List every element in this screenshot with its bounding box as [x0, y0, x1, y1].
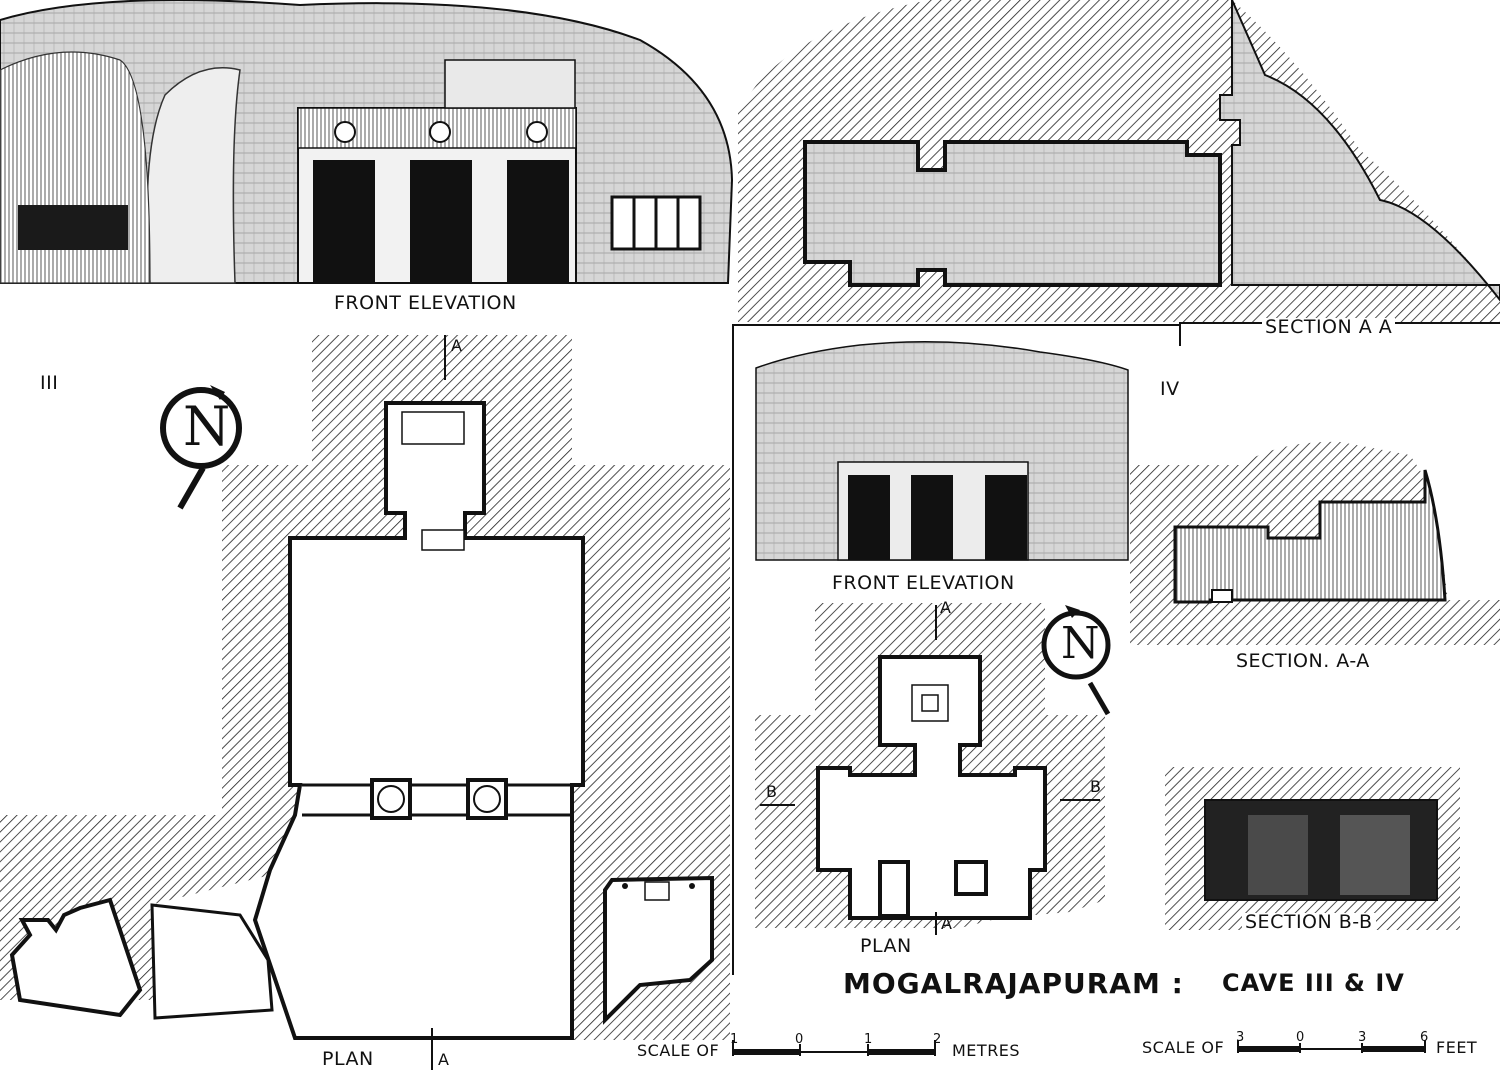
- north-letter-cave3: N: [183, 395, 231, 458]
- cave4-front-elevation: [755, 341, 1129, 561]
- cave3-front-elevation: [0, 0, 734, 284]
- cave3-section-marker-top: A: [451, 336, 463, 355]
- cave4-panel-border: [732, 324, 1180, 975]
- cave3-section-aa: [738, 0, 1500, 346]
- north-arrow-cave4: [1041, 605, 1111, 716]
- cave4-section-marker-b-right: B: [1090, 777, 1102, 796]
- cave3-section-label: SECTION A A: [1262, 318, 1396, 337]
- scale-feet-tick-6: 6: [1420, 1030, 1429, 1045]
- cave4-front-elevation-label: FRONT ELEVATION: [832, 572, 1015, 594]
- cave4-plan-label: PLAN: [860, 935, 912, 957]
- scale-metres-tick-1: 1: [730, 1032, 739, 1047]
- scale-feet-prefix: SCALE OF: [1142, 1038, 1225, 1057]
- scale-bar-feet: [1237, 1040, 1426, 1053]
- scale-feet-unit: FEET: [1436, 1038, 1478, 1057]
- scale-metres-tick-0: 0: [795, 1032, 804, 1047]
- drawing-title-place: MOGALRAJAPURAM :: [843, 967, 1184, 1000]
- scale-bar-metres: [732, 1040, 936, 1056]
- cave4-section-aa-label: SECTION. A-A: [1236, 650, 1370, 672]
- cave4-number: IV: [1160, 378, 1180, 400]
- scale-metres-unit: METRES: [952, 1041, 1021, 1060]
- cave3-plan-label: PLAN: [322, 1048, 374, 1070]
- cave4-section-marker-b-left: B: [766, 782, 778, 801]
- scale-feet-tick-3: 3: [1236, 1030, 1245, 1045]
- north-letter-cave4: N: [1061, 618, 1100, 669]
- cave4-section-bb-label: SECTION B-B: [1242, 913, 1376, 932]
- scale-metres-tick-1b: 1: [864, 1032, 873, 1047]
- cave3-front-elevation-label: FRONT ELEVATION: [334, 292, 517, 314]
- scale-feet-tick-0: 0: [1296, 1030, 1305, 1045]
- cave4-section-marker-a-top: A: [940, 598, 952, 617]
- scale-feet-tick-3b: 3: [1358, 1030, 1367, 1045]
- cave4-plan: [755, 603, 1105, 935]
- scale-metres-tick-2: 2: [933, 1032, 942, 1047]
- cave4-section-aa: [1130, 441, 1500, 645]
- cave4-section-bb: [1165, 767, 1460, 930]
- north-arrow-cave3: [160, 385, 242, 510]
- cave3-plan: [0, 335, 730, 1070]
- cave3-number: III: [40, 372, 59, 394]
- cave3-section-marker-bottom: A: [438, 1050, 450, 1069]
- scale-metres-prefix: SCALE OF: [637, 1041, 720, 1060]
- cave4-section-marker-a-bottom: A: [941, 914, 953, 933]
- drawing-title-caves: CAVE III & IV: [1222, 969, 1405, 997]
